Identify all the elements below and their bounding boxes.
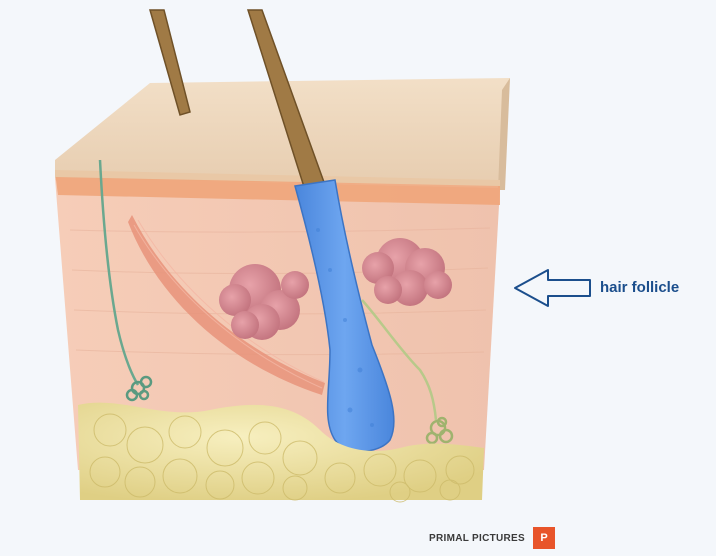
callout-arrow-icon xyxy=(515,270,590,306)
brand-watermark: PRIMAL PICTURES P xyxy=(423,526,555,550)
brand-text: PRIMAL PICTURES xyxy=(423,533,533,544)
brand-logo-icon: P xyxy=(533,527,555,549)
callout-label: hair follicle xyxy=(600,279,679,296)
